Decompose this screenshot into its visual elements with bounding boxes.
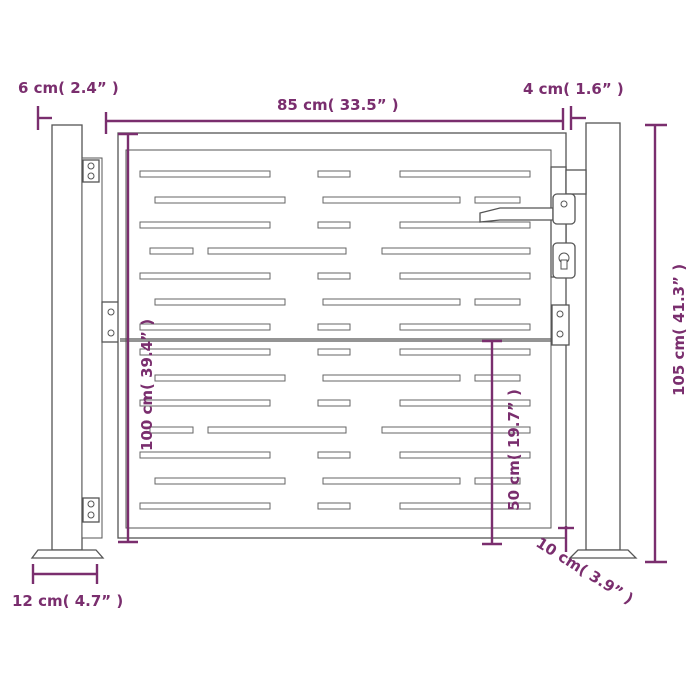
slot (399, 221, 531, 229)
slot (139, 170, 271, 178)
slot (322, 374, 461, 382)
slot (139, 272, 271, 280)
slot (399, 399, 531, 407)
label-gate-height: 100 cm( 39.4” ) (138, 319, 156, 451)
right-base-plate (568, 549, 638, 559)
dimension-post-height (645, 123, 667, 564)
slot (399, 502, 531, 510)
label-base-plate-width: 12 cm( 4.7” ) (12, 592, 123, 610)
slot (317, 272, 351, 280)
slot (474, 374, 521, 382)
label-post-height: 105 cm( 41.3” ) (670, 264, 688, 396)
slot (154, 298, 286, 306)
slot (139, 323, 271, 331)
label-gate-width: 85 cm( 33.5” ) (277, 96, 399, 114)
slot (154, 196, 286, 204)
bottom-hinge-icon (82, 497, 100, 523)
latch-assembly (479, 166, 587, 346)
slot (154, 374, 286, 382)
slot (399, 348, 531, 356)
slot (317, 502, 351, 510)
slot (322, 477, 461, 485)
label-handle-height: 50 cm( 19.7” ) (505, 389, 523, 511)
slot (154, 477, 286, 485)
slot (139, 348, 271, 356)
slot (399, 272, 531, 280)
dimension-handle-height (482, 339, 502, 546)
slot (322, 196, 461, 204)
dimension-ground-clearance (558, 526, 574, 552)
slot (317, 399, 351, 407)
slot (207, 426, 347, 434)
dimension-gate-width (104, 108, 565, 134)
slot (399, 323, 531, 331)
dimension-right-post (569, 106, 586, 130)
gate-panel (117, 132, 567, 539)
right-post (568, 122, 638, 559)
top-hinge-icon (82, 159, 100, 183)
hinge-side-frame (81, 157, 121, 539)
slot (317, 323, 351, 331)
slot (317, 170, 351, 178)
label-right-post-width: 4 cm( 1.6” ) (523, 80, 624, 98)
left-base-plate (30, 549, 105, 559)
slot (381, 247, 531, 255)
latch-keeper (565, 169, 587, 195)
dimension-left-post (36, 106, 52, 130)
slot (474, 298, 521, 306)
slot (399, 170, 531, 178)
label-ground-clearance: 10 cm( 3.9” ) (533, 534, 637, 608)
decorative-slots (139, 170, 531, 510)
left-post (30, 124, 105, 559)
slot (474, 477, 521, 485)
slot (139, 502, 271, 510)
slot (317, 221, 351, 229)
slot (381, 426, 531, 434)
slot (139, 451, 271, 459)
latch-bracket (551, 304, 570, 346)
slot (399, 451, 531, 459)
slot (474, 196, 521, 204)
slot (207, 247, 347, 255)
dimension-gate-height (118, 132, 138, 544)
slot (317, 348, 351, 356)
slot (322, 298, 461, 306)
slot (139, 399, 271, 407)
label-left-post-width: 6 cm( 2.4” ) (18, 79, 119, 97)
slot (139, 221, 271, 229)
dimension-base-plate (31, 564, 99, 584)
slot (149, 426, 194, 434)
slot (149, 247, 194, 255)
door-handle-icon (479, 207, 554, 223)
slot (317, 451, 351, 459)
